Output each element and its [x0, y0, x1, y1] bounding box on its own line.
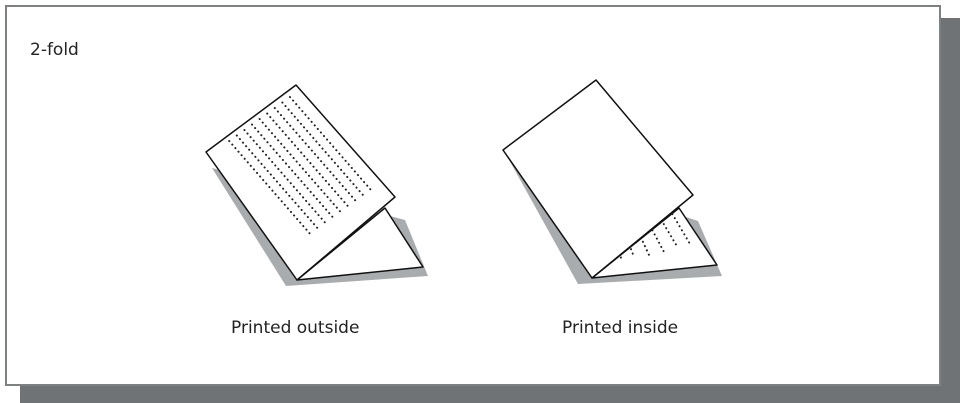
caption-printed-inside: Printed inside [562, 318, 678, 338]
caption-printed-outside: Printed outside [231, 318, 359, 338]
